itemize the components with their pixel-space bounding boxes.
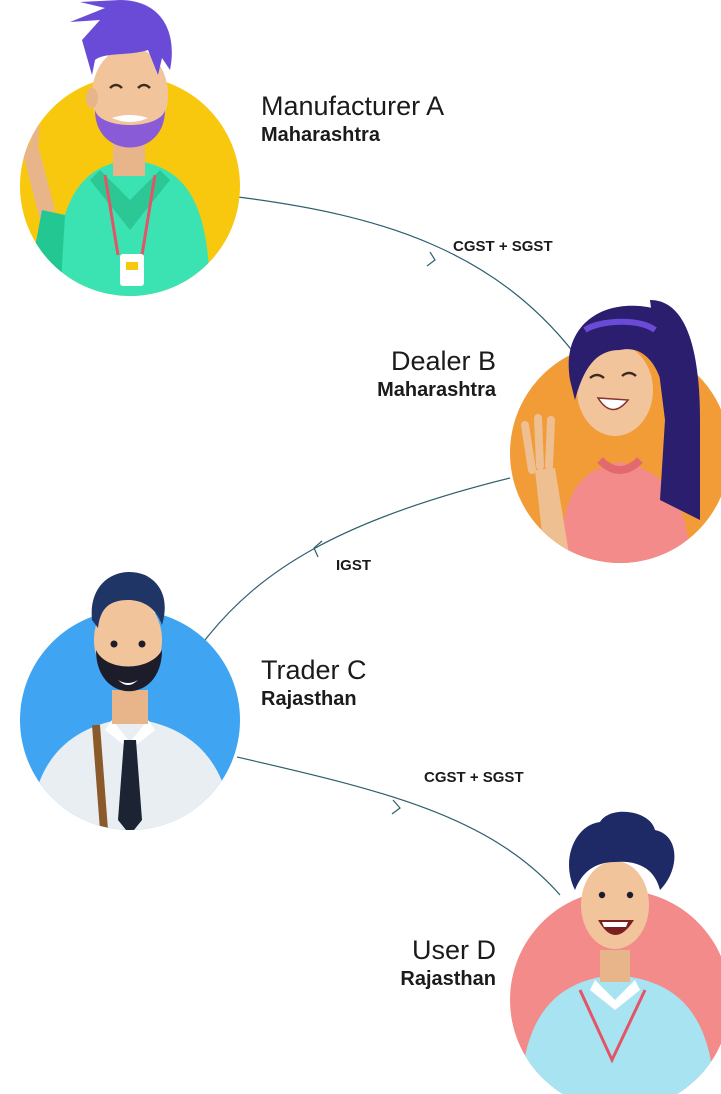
manufacturer-avatar — [20, 0, 240, 296]
dealer-name: Dealer B — [390, 346, 496, 376]
edge-line-a-b — [237, 196, 584, 366]
user-name: User D — [411, 935, 496, 965]
trader-state: Rajasthan — [261, 688, 357, 710]
user-label: User D Rajasthan — [400, 934, 496, 992]
arrow-b-c-icon — [313, 540, 323, 558]
user-avatar — [510, 811, 721, 1094]
arrow-a-b-icon — [426, 251, 436, 267]
connector-lines — [204, 196, 584, 896]
edge-line-c-d — [236, 756, 561, 896]
arrow-c-d-icon — [391, 799, 401, 815]
edge-label-c-d: CGST + SGST — [424, 769, 524, 786]
user-state: Rajasthan — [400, 968, 496, 990]
edge-label-b-c: IGST — [336, 557, 372, 574]
dealer-avatar — [510, 300, 721, 563]
arrowheads — [313, 251, 436, 815]
manufacturer-name: Manufacturer A — [261, 91, 445, 121]
trader-label: Trader C Rajasthan — [261, 654, 367, 712]
edge-label-a-b: CGST + SGST — [453, 238, 553, 255]
manufacturer-label: Manufacturer A Maharashtra — [261, 90, 444, 148]
trader-avatar — [20, 572, 240, 830]
dealer-state: Maharashtra — [377, 379, 496, 401]
dealer-label: Dealer B Maharashtra — [377, 345, 496, 403]
trader-name: Trader C — [261, 655, 367, 685]
manufacturer-state: Maharashtra — [261, 124, 380, 146]
